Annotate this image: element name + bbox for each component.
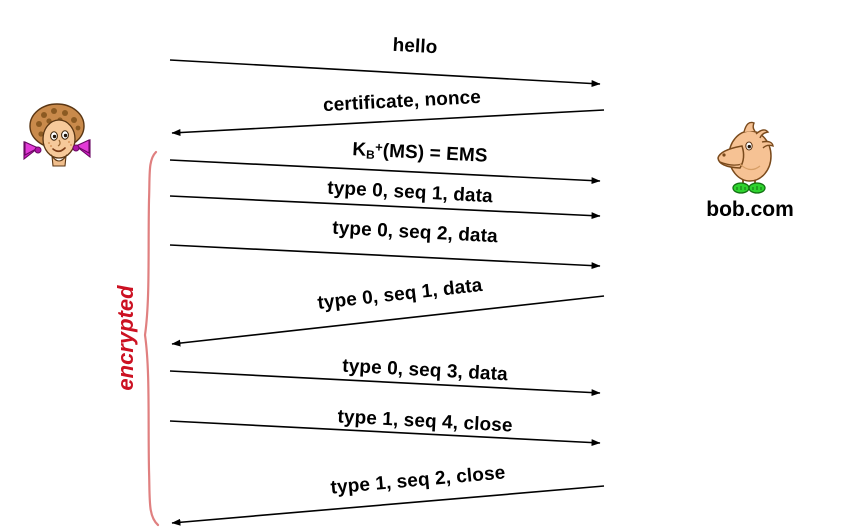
message-arrow-m9 [171, 485, 605, 526]
message-label-m1: hello [392, 34, 439, 59]
bob-hostname-label: bob.com [706, 198, 794, 221]
message-arrow-m3 [169, 159, 601, 185]
message-arrow-m6 [171, 295, 605, 347]
encrypted-label: encrypted [113, 285, 138, 391]
alice-avatar [18, 96, 96, 172]
hair-bow-left [23, 141, 42, 161]
message-arrow-m7 [169, 370, 601, 397]
message-arrow-m8 [169, 420, 601, 447]
message-arrow-m1 [169, 59, 601, 88]
message-arrow-m2 [171, 109, 605, 137]
message-arrows [169, 59, 605, 526]
woman-cartoon-icon [23, 103, 91, 167]
bird-cartoon-icon [717, 121, 774, 194]
message-arrow-m4 [169, 195, 601, 220]
bob-avatar [700, 116, 790, 196]
encrypted-brace [143, 150, 160, 527]
message-arrow-m5 [169, 244, 601, 270]
hair-bow-right [72, 139, 91, 159]
